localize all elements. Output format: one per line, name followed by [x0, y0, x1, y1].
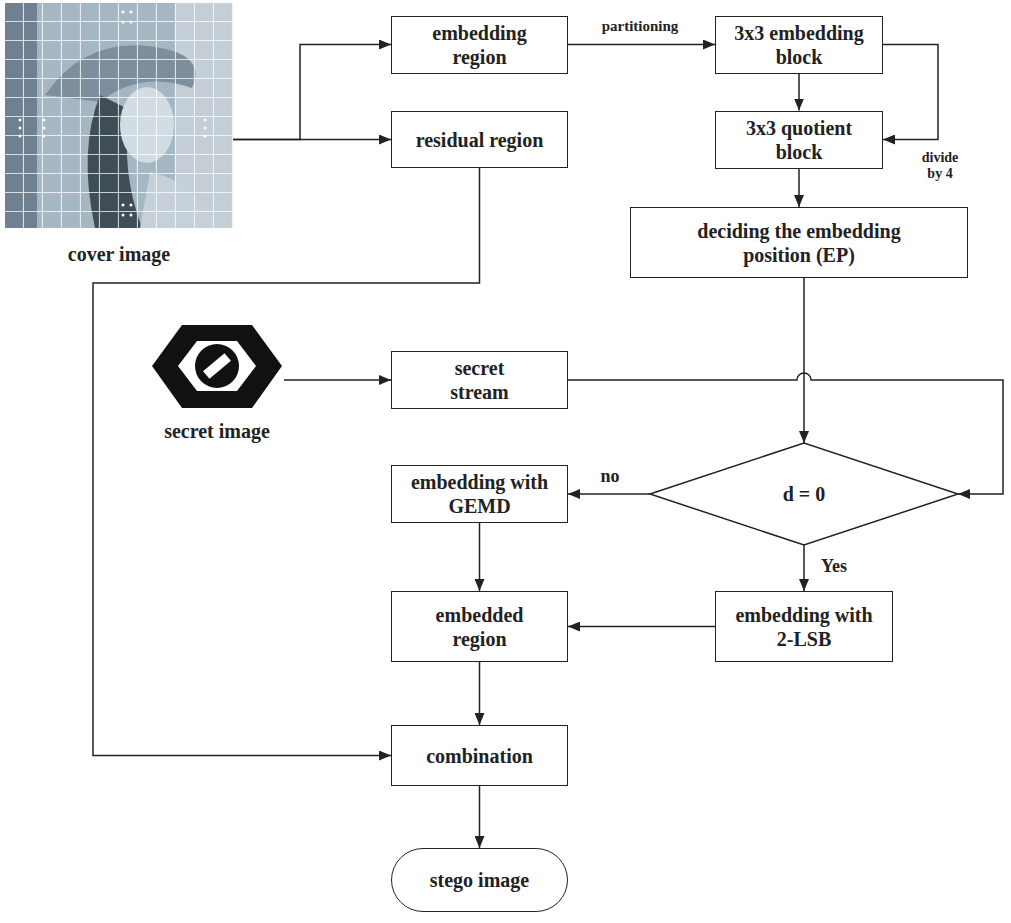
- node-label: embedding with 2-LSB: [729, 603, 879, 651]
- flow-arrow: [233, 45, 391, 140]
- cover-image: cover image: [5, 3, 233, 268]
- flow-arrow: [479, 662, 481, 725]
- cover-photo: [5, 3, 233, 228]
- flow-arrow: [568, 44, 715, 46]
- image-caption: secret image: [164, 419, 270, 443]
- process-box: secret stream: [391, 351, 568, 409]
- image-caption: cover image: [68, 242, 170, 266]
- secret-icon: [152, 325, 282, 408]
- flow-arrow: [803, 278, 805, 443]
- flow-arrow: [798, 169, 800, 208]
- edge-label: divide by 4: [911, 150, 969, 182]
- process-box: embedding region: [391, 16, 568, 74]
- terminal-box: stego image: [391, 848, 568, 912]
- node-label: secret stream: [425, 356, 535, 404]
- node-label: residual region: [416, 128, 544, 152]
- node-label: embedded region: [410, 603, 550, 651]
- process-box: deciding the embedding position (EP): [630, 207, 968, 278]
- flow-arrow: [568, 493, 650, 495]
- flow-arrow: [803, 545, 805, 591]
- icon-bar: [203, 353, 231, 379]
- process-box: embedding with 2-LSB: [715, 591, 893, 662]
- flow-arrow: [479, 786, 481, 848]
- flow-arrow: [233, 139, 391, 141]
- edge-label: partitioning: [600, 18, 681, 35]
- node-label: 3x3 embedding block: [724, 21, 874, 69]
- icon-hexagon: [152, 325, 282, 408]
- edge-label: Yes: [819, 556, 849, 577]
- node-label: d = 0: [783, 482, 826, 506]
- icon-inner: [178, 341, 256, 391]
- photo-ground: [5, 3, 233, 228]
- icon-disc: [195, 344, 239, 388]
- process-box: combination: [391, 725, 568, 786]
- decision-diamond: d = 0: [650, 443, 958, 545]
- flow-arrow: [798, 74, 800, 111]
- node-label: stego image: [430, 868, 529, 892]
- process-box: 3x3 quotient block: [715, 111, 883, 169]
- node-label: deciding the embedding position (EP): [674, 219, 924, 267]
- flow-arrow: [883, 45, 938, 140]
- photo-grid: [5, 3, 233, 228]
- process-box: embedding with GEMD: [391, 465, 568, 523]
- photo-dots: [19, 11, 207, 217]
- node-label: combination: [426, 744, 533, 768]
- flow-arrow: [568, 626, 715, 628]
- process-box: 3x3 embedding block: [715, 16, 883, 74]
- edge-label: no: [598, 466, 621, 487]
- process-box: residual region: [391, 111, 568, 168]
- flow-arrow: [284, 379, 391, 381]
- node-label: embedding region: [410, 21, 550, 69]
- secret-image: secret image: [150, 323, 284, 445]
- node-label: 3x3 quotient block: [724, 116, 874, 164]
- process-box: embedded region: [391, 591, 568, 662]
- diamond-shape: [650, 443, 958, 545]
- node-label: embedding with GEMD: [405, 470, 555, 518]
- flow-arrow: [479, 523, 481, 592]
